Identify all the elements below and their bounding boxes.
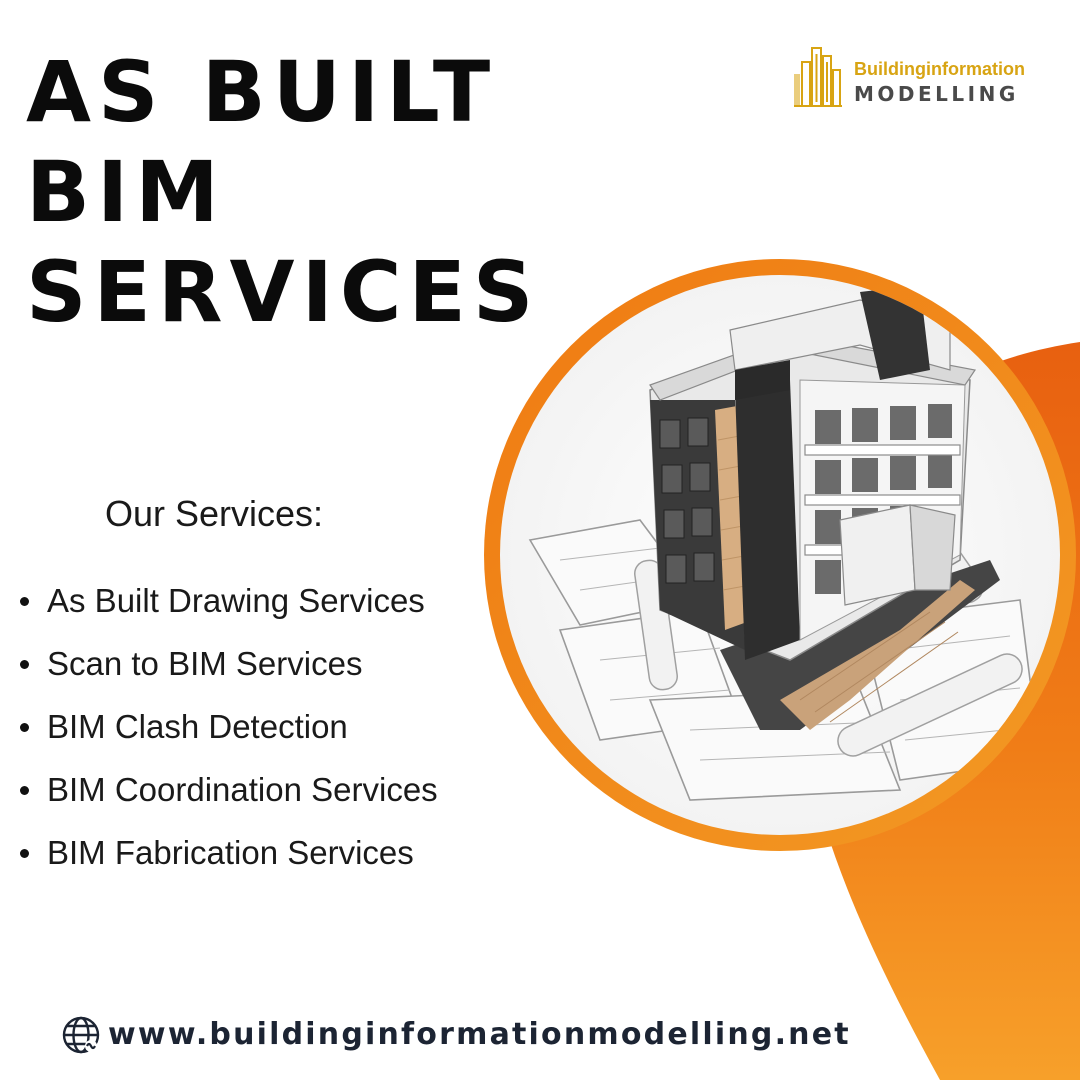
- globe-icon: [62, 1016, 100, 1054]
- title-line-3: SERVICES: [26, 243, 541, 341]
- building-skyline-icon: [794, 47, 842, 107]
- title-line-1: AS BUILT: [26, 43, 498, 141]
- service-item: Scan to BIM Services: [18, 641, 438, 704]
- services-heading: Our Services:: [105, 493, 324, 534]
- brand-logo: Buildinginformation MODELLING: [792, 44, 1042, 110]
- service-item: As Built Drawing Services: [18, 578, 438, 641]
- building-model-illustration: [528, 285, 1041, 801]
- website-url[interactable]: www.buildinginformationmodelling.net: [108, 1017, 851, 1052]
- service-item: BIM Fabrication Services: [18, 830, 438, 893]
- logo-text-top: Buildinginformation: [854, 59, 1025, 79]
- services-list: As Built Drawing Services Scan to BIM Se…: [18, 578, 438, 893]
- title-line-2: BIM: [26, 143, 226, 241]
- service-item: BIM Clash Detection: [18, 704, 438, 767]
- service-item: BIM Coordination Services: [18, 767, 438, 830]
- logo-text-bottom: MODELLING: [854, 82, 1019, 106]
